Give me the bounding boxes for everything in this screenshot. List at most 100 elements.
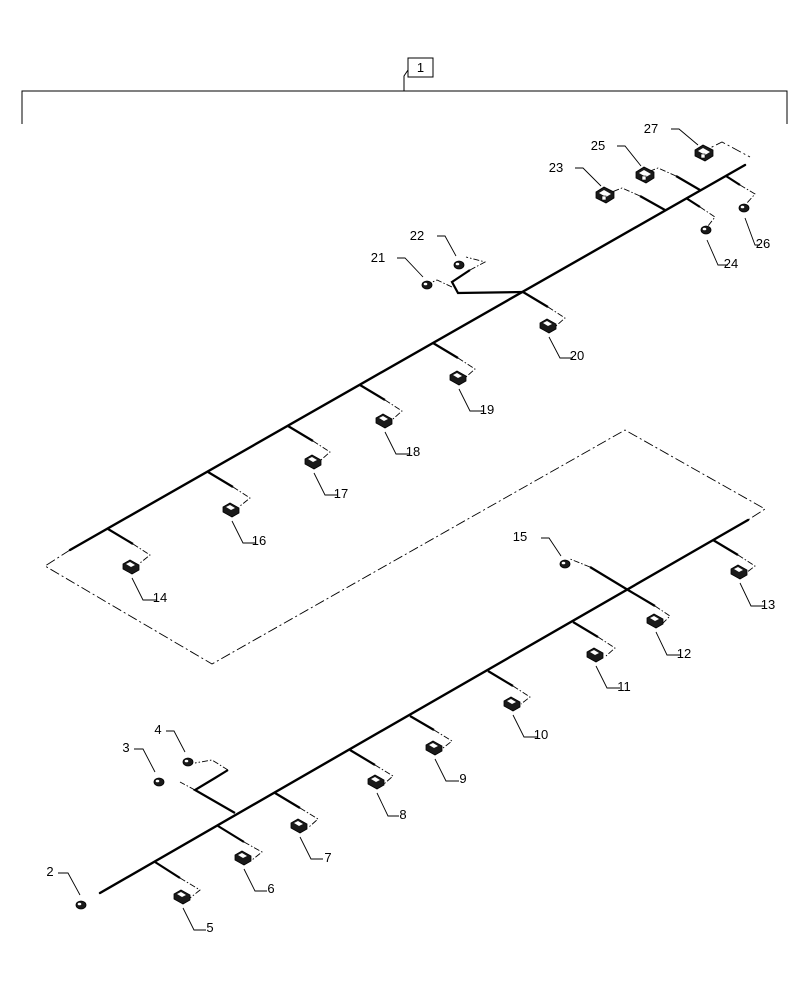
branch-wire: [487, 670, 531, 705]
callout-leader: [134, 748, 156, 773]
connector-icon: [290, 818, 308, 834]
connector-icon: [367, 774, 385, 790]
callout-leader: [231, 520, 255, 544]
branch-wire: [627, 589, 671, 625]
connector-23: 23: [549, 160, 615, 204]
connector-icon: [539, 318, 557, 334]
callout-leader: [617, 145, 642, 167]
connector-3: 3: [122, 740, 165, 787]
callout-leader: [384, 431, 409, 455]
callout-leader: [58, 872, 81, 896]
connector-icon: [730, 564, 748, 580]
assembly-callout: 1: [417, 60, 424, 75]
connector-icon: [595, 186, 615, 204]
callout-leader: [671, 128, 699, 146]
callout-label: 19: [480, 402, 494, 417]
callout-label: 3: [122, 740, 129, 755]
callout-label: 22: [410, 228, 424, 243]
callout-leader: [595, 665, 620, 689]
connector-icon: [304, 454, 322, 470]
branch-wire: [359, 384, 403, 420]
callout-leader: [313, 472, 337, 496]
connector-17: 17: [304, 454, 348, 501]
branch-wire: [432, 342, 476, 378]
connector-14: 14: [122, 559, 167, 605]
callout-label: 26: [756, 236, 770, 251]
branch-wire: [274, 792, 319, 828]
connector-icon: [153, 777, 165, 787]
connector-icon: [503, 696, 521, 712]
connector-icon: [122, 559, 140, 575]
connector-icon: [559, 559, 571, 569]
connector-15: 15: [513, 529, 571, 569]
connector-18: 18: [375, 413, 420, 459]
branch-wire: [427, 256, 524, 295]
callout-label: 10: [534, 727, 548, 742]
connector-icon: [449, 370, 467, 386]
callout-label: 2: [46, 864, 53, 879]
callout-leader: [243, 868, 267, 892]
connector-10: 10: [503, 696, 548, 742]
connector-9: 9: [425, 740, 467, 786]
branch-wire: [572, 621, 616, 657]
callout-label: 16: [252, 533, 266, 548]
connector-8: 8: [367, 774, 407, 822]
connector-icon: [738, 203, 750, 213]
callout-leader: [458, 388, 483, 412]
callout-leader: [655, 631, 680, 656]
callout-label: 25: [591, 138, 605, 153]
branch-wire: [287, 425, 331, 461]
callout-leader: [166, 730, 186, 753]
branch-wire: [569, 558, 629, 591]
callout-label: 15: [513, 529, 527, 544]
callout-leader: [397, 257, 424, 278]
connector-5: 5: [173, 889, 214, 935]
callout-leader: [434, 758, 459, 782]
callout-leader: [739, 582, 764, 607]
connector-icon: [586, 647, 604, 663]
connector-icon: [222, 502, 240, 518]
connector-13: 13: [730, 564, 775, 612]
connector-21: 21: [371, 250, 433, 290]
callout-label: 23: [549, 160, 563, 175]
connector-callouts: 2345678910111213141516171819202122232425…: [46, 121, 775, 935]
connector-icon: [375, 413, 393, 429]
assembly-bracket: 1: [21, 57, 788, 124]
callout-label: 14: [153, 590, 167, 605]
connector-12: 12: [646, 613, 691, 661]
connector-6: 6: [234, 850, 275, 896]
connector-2: 2: [46, 864, 87, 910]
callout-label: 8: [399, 807, 406, 822]
callout-label: 6: [267, 881, 274, 896]
lower-trunk: [98, 518, 750, 895]
callout-leader: [548, 336, 573, 359]
connector-icon: [173, 889, 191, 905]
callout-leader: [182, 907, 206, 931]
callout-leader: [744, 217, 760, 246]
harness-trunks: [68, 163, 750, 895]
connector-icon: [700, 225, 712, 235]
connector-7: 7: [290, 818, 332, 865]
callout-label: 20: [570, 348, 584, 363]
connector-icon: [646, 613, 664, 629]
upper-trunk: [68, 163, 747, 552]
callout-label: 17: [334, 486, 348, 501]
callout-leader: [437, 235, 457, 257]
branch-wire: [725, 175, 756, 204]
callout-leader: [575, 167, 602, 187]
callout-label: 18: [406, 444, 420, 459]
connector-icon: [234, 850, 252, 866]
connector-icon: [453, 260, 465, 270]
callout-label: 7: [324, 850, 331, 865]
callout-label: 27: [644, 121, 658, 136]
connector-icon: [635, 166, 655, 184]
callout-leader: [541, 537, 562, 557]
branch-wire: [207, 471, 251, 507]
branch-wire: [217, 825, 263, 861]
connector-26: 26: [738, 203, 770, 251]
callout-leader: [706, 239, 728, 266]
callout-leader: [512, 714, 537, 738]
branch-wire: [154, 861, 201, 899]
branch-wire: [349, 749, 394, 785]
branch-wire: [107, 528, 151, 564]
